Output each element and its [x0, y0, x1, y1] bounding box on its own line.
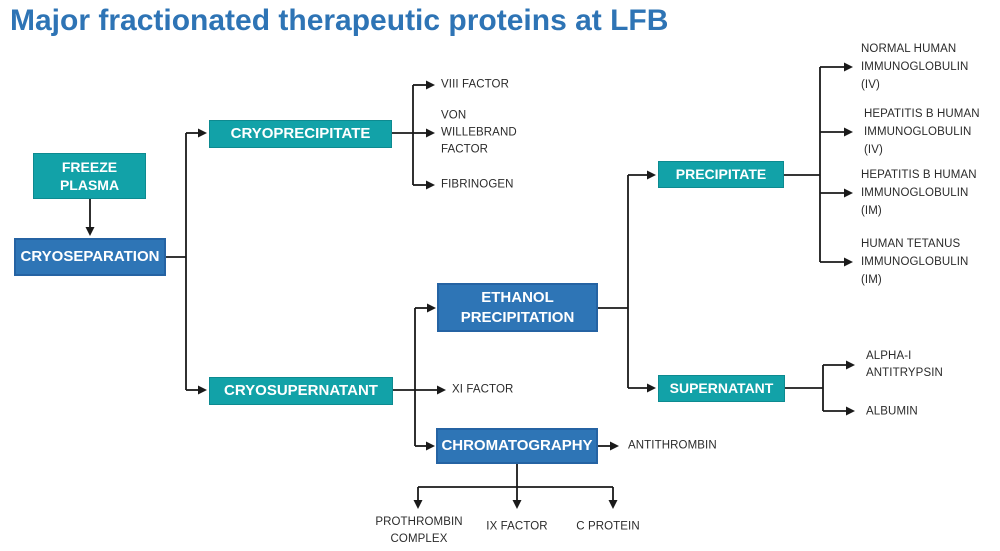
product-xi-factor: XI FACTOR — [452, 383, 514, 396]
node-freeze-plasma: FREEZE PLASMA — [33, 153, 146, 199]
product-c-protein: C PROTEIN — [576, 520, 640, 533]
product-albumin: ALBUMIN — [866, 405, 918, 418]
node-cryosupernatant: CRYOSUPERNATANT — [209, 377, 393, 405]
flow-connectors — [85, 62, 855, 509]
product-human-tetanus-immunoglobulin-im: HUMAN TETANUS IMMUNOGLOBULIN (IM) — [861, 238, 969, 286]
product-antithrombin: ANTITHROMBIN — [628, 439, 717, 452]
diagram-title: Major fractionated therapeutic proteins … — [10, 4, 669, 37]
product-hepatitis-b-human-immunoglobulin-im: HEPATITIS B HUMAN IMMUNOGLOBULIN (IM) — [861, 169, 977, 217]
product-alpha-i-antitrypsin: ALPHA-I ANTITRYPSIN — [866, 350, 943, 379]
product-hepatitis-b-human-immunoglobulin-iv: HEPATITIS B HUMAN IMMUNOGLOBULIN (IV) — [864, 108, 980, 156]
node-cryoprecipitate: CRYOPRECIPITATE — [209, 120, 392, 148]
node-precipitate: PRECIPITATE — [658, 161, 784, 188]
product-ix-factor: IX FACTOR — [486, 520, 548, 533]
product-von-willebrand-factor: VON WILLEBRAND FACTOR — [441, 109, 517, 156]
product-normal-human-immunoglobulin-iv: NORMAL HUMAN IMMUNOGLOBULIN (IV) — [861, 43, 969, 91]
node-cryoseparation: CRYOSEPARATION — [14, 238, 166, 276]
product-fibrinogen: FIBRINOGEN — [441, 178, 514, 191]
product-viii-factor: VIII FACTOR — [441, 78, 509, 91]
node-chromatography: CHROMATOGRAPHY — [436, 428, 598, 464]
node-supernatant: SUPERNATANT — [658, 375, 785, 402]
node-ethanol-precipitation: ETHANOL PRECIPITATION — [437, 283, 598, 332]
product-prothrombin-complex: PROTHROMBIN COMPLEX — [375, 516, 463, 545]
